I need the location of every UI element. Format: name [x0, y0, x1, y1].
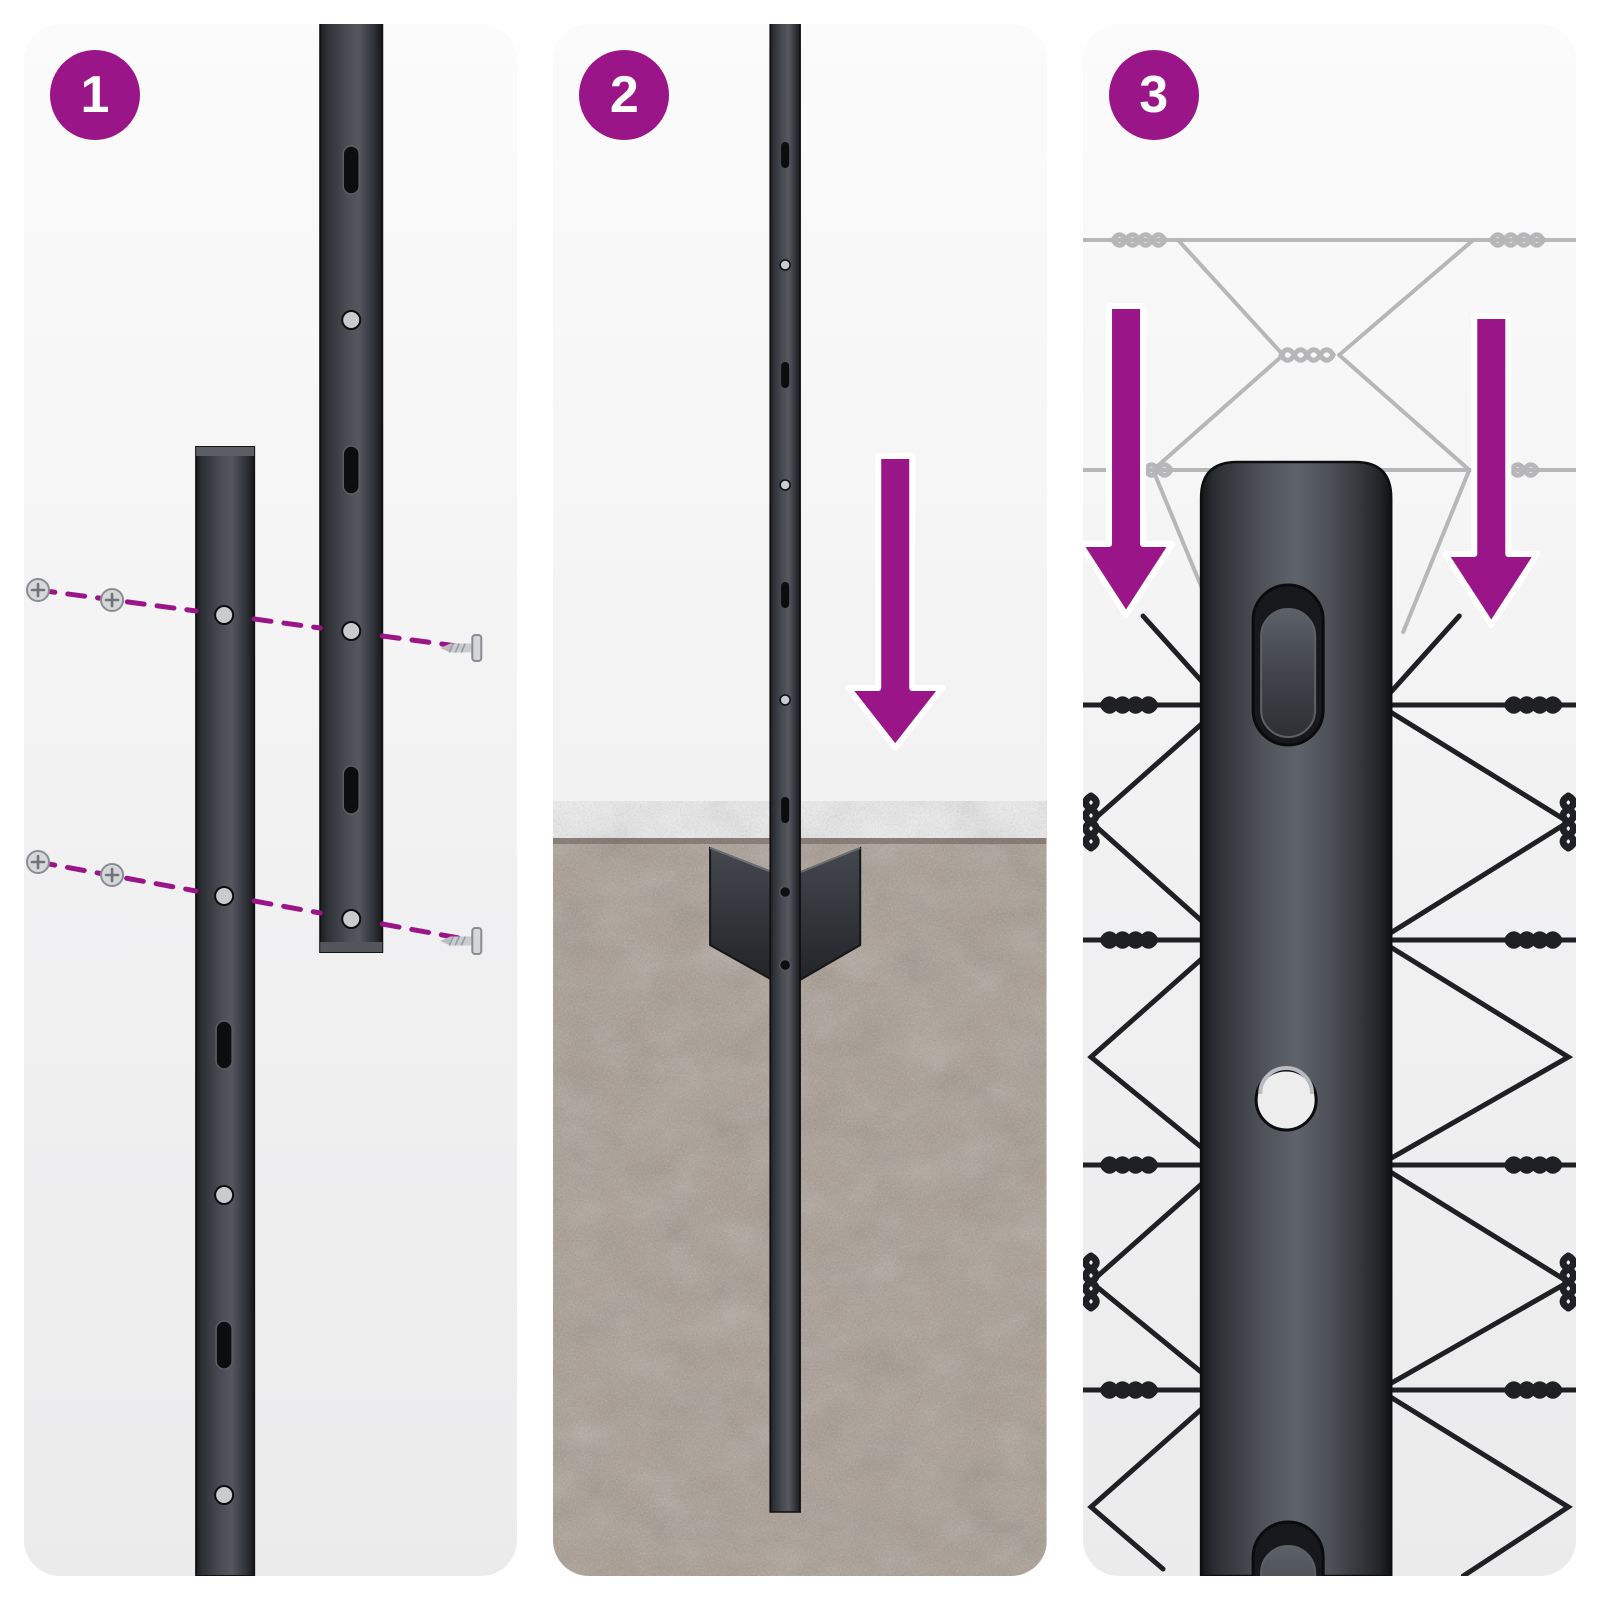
- post-slot: [342, 145, 360, 815]
- step-3-badge: 3: [1108, 50, 1199, 140]
- anchor-bolt: [779, 885, 792, 899]
- anchor-plate-icon: [709, 846, 862, 983]
- post-slot: [781, 142, 790, 823]
- step-3-panel: 3: [1082, 24, 1576, 1576]
- step-3-number: 3: [1139, 66, 1169, 124]
- post-hole: [341, 310, 362, 929]
- post-slot: [215, 1020, 233, 1370]
- step-1-panel: 1: [24, 24, 518, 1576]
- step-1-number: 1: [80, 66, 110, 124]
- down-arrow-icon: [1082, 303, 1175, 618]
- step-2-panel: 2: [553, 24, 1047, 1576]
- down-arrow-icon: [1441, 313, 1540, 628]
- post-hole: [214, 605, 235, 1505]
- post-hole: [779, 259, 792, 706]
- down-arrow-icon: [845, 453, 946, 751]
- post-slot-tab: [1251, 583, 1325, 747]
- u-post-lower: [195, 446, 256, 1576]
- step-2-illustration: [553, 24, 1047, 1576]
- step-2-badge: 2: [579, 50, 670, 140]
- u-post-upper: [319, 24, 384, 953]
- step-1-illustration: [25, 24, 483, 1576]
- step-3-illustration: [1082, 24, 1576, 1576]
- u-post-icon: [1199, 460, 1393, 1576]
- post-slot-tab: [1251, 1520, 1325, 1576]
- post-hole: [1254, 1066, 1318, 1132]
- u-post-icon: [769, 24, 802, 1513]
- step-2-number: 2: [609, 66, 639, 124]
- anchor-bolt: [779, 958, 792, 972]
- step-1-badge: 1: [50, 50, 140, 140]
